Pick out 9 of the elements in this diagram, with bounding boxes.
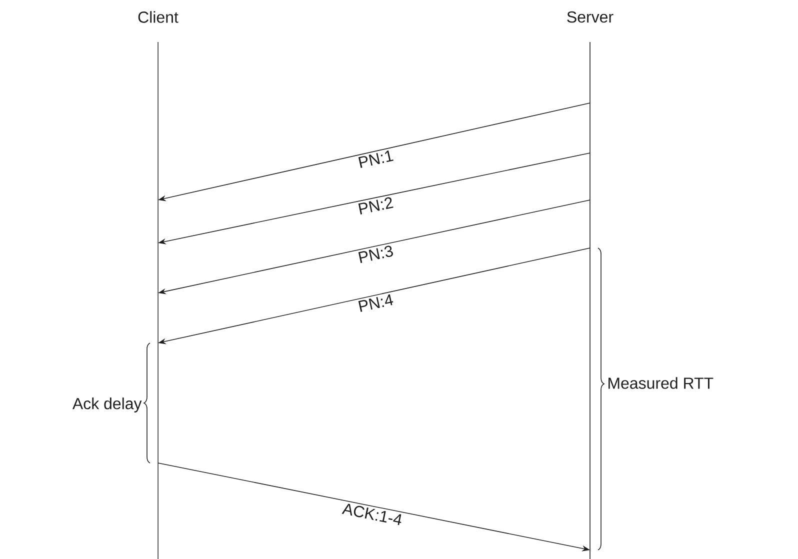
edge-label: PN:1 [356, 148, 396, 170]
brace-label: Ack delay [72, 398, 142, 412]
edge-label: PN:3 [356, 244, 396, 265]
edge-label: PN:2 [356, 195, 396, 216]
edge-label: ACK:1-4 [340, 502, 404, 527]
brace-label: Measured RTT [608, 377, 714, 389]
participant-label: Server [567, 11, 614, 23]
participant-label: Client [138, 11, 178, 23]
edge-label: PN:4 [356, 292, 396, 314]
